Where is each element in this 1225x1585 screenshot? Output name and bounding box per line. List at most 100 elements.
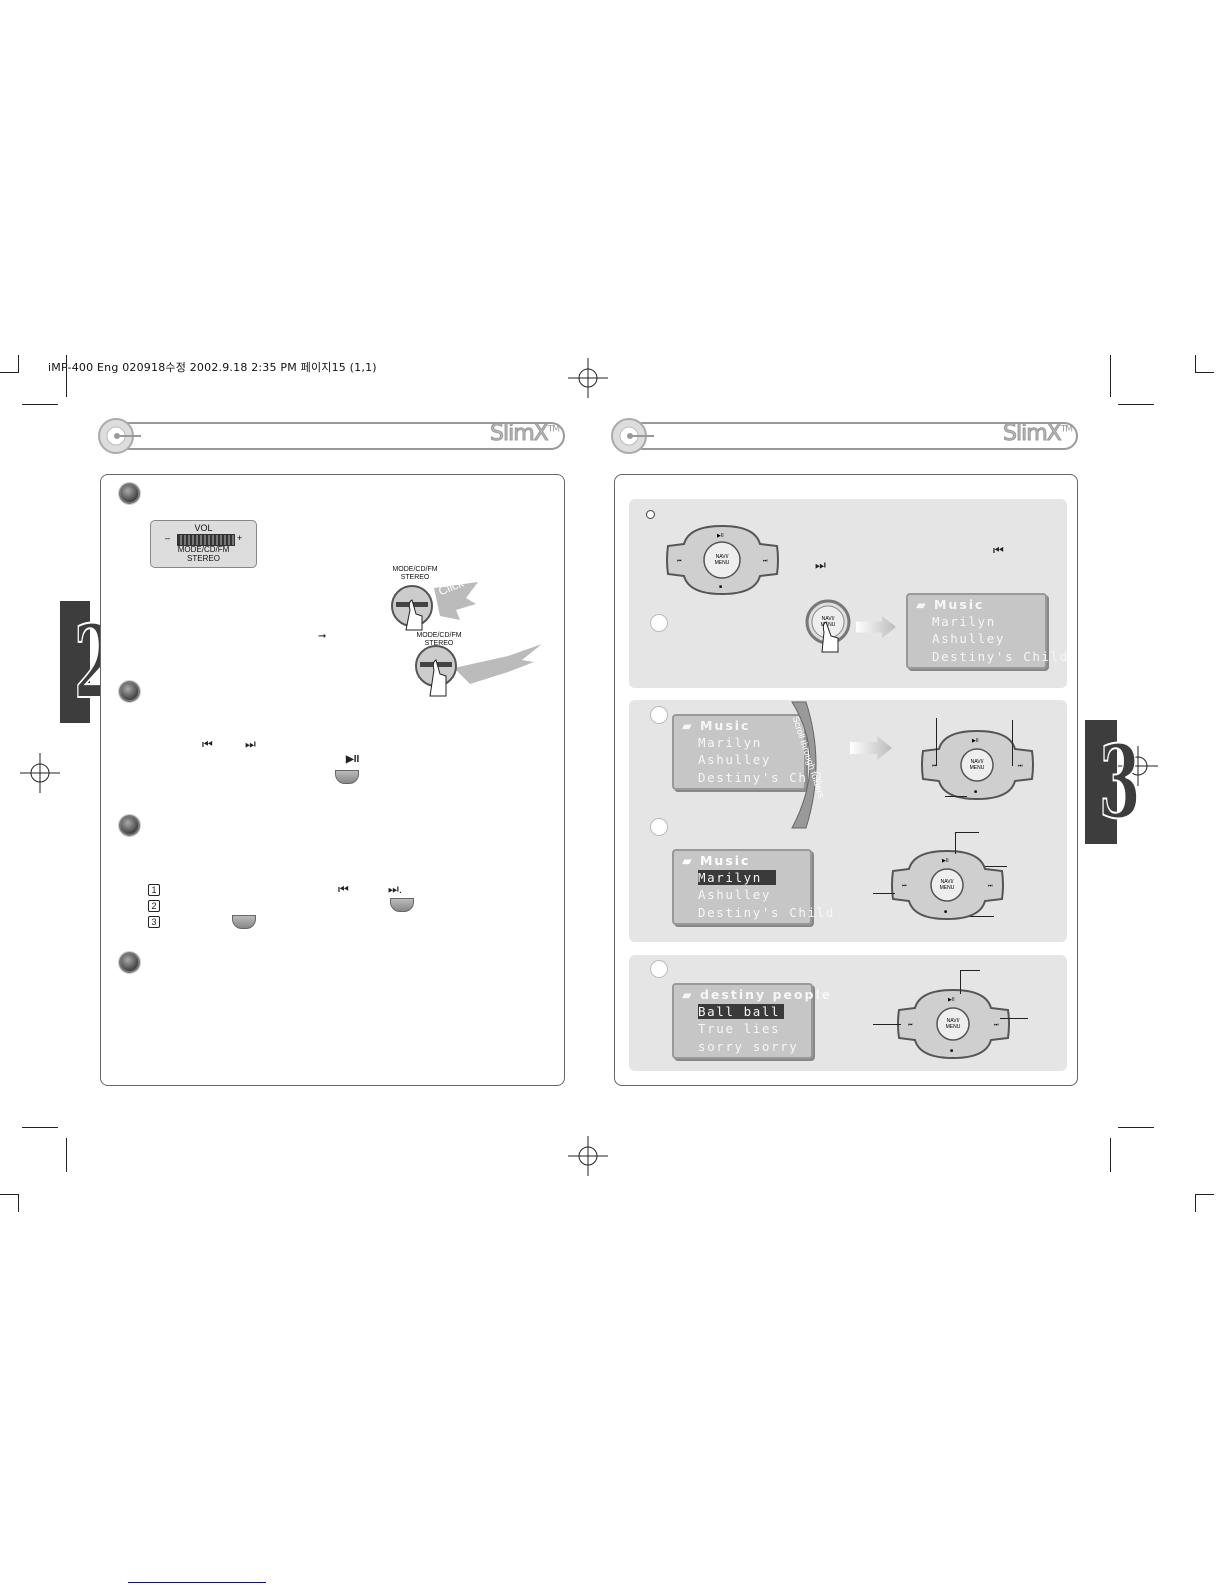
- svg-text:■: ■: [950, 1048, 953, 1054]
- registration-mark-icon: [20, 753, 60, 793]
- crop-mark: [1195, 1194, 1196, 1212]
- crop-mark: [0, 1194, 18, 1195]
- lcd-item-selected: Marilyn: [698, 870, 776, 885]
- step-circle: [650, 706, 668, 724]
- svg-text:⏭: ⏭: [988, 883, 993, 889]
- chapter-tab-left: 2: [60, 601, 116, 723]
- navi-button-icon: [390, 898, 414, 912]
- lcd-item: sorry sorry: [698, 1039, 799, 1054]
- lcd-screen-destiny-people: ▰ destiny people Ball ball True lies sor…: [672, 983, 830, 1059]
- lcd-item: Ashulley: [698, 887, 772, 902]
- svg-text:NAVI/: NAVI/: [971, 759, 984, 765]
- control-pad-icon: NAVI/ MENU ▶II ⏮ ⏭ ■: [891, 849, 1004, 921]
- lcd-header: ▰ Music: [916, 597, 985, 612]
- long-click-button-illustration-icon: [415, 644, 542, 697]
- svg-text:MENU: MENU: [715, 560, 730, 566]
- lcd-header: ▰ Music: [682, 718, 751, 733]
- svg-text:NAVI/: NAVI/: [822, 616, 835, 622]
- svg-text:▶II: ▶II: [972, 738, 979, 744]
- svg-text:NAVI/: NAVI/: [716, 554, 729, 560]
- lcd-item: Marilyn: [698, 735, 762, 750]
- svg-text:⏮: ⏮: [902, 883, 907, 889]
- crop-mark: [1196, 1194, 1214, 1195]
- crop-mark: [66, 355, 67, 397]
- svg-text:NAVI/: NAVI/: [947, 1018, 960, 1024]
- lcd-header: ▰ Music: [682, 853, 751, 868]
- crop-mark: [22, 1127, 58, 1128]
- brand-logo-text: SlimX: [1003, 421, 1063, 447]
- svg-text:■: ■: [974, 789, 977, 795]
- lcd-item-selected: Ball ball: [698, 1004, 785, 1019]
- crop-mark: [1110, 355, 1111, 397]
- skip-back-icon: ⏮: [202, 737, 213, 751]
- crop-mark: [1118, 404, 1154, 405]
- crop-mark: [22, 404, 58, 405]
- lcd-item: Ashulley: [932, 631, 1006, 646]
- registration-mark-icon: [1118, 746, 1158, 786]
- callout-line: [1012, 720, 1013, 766]
- section-bullet-icon: [119, 483, 140, 504]
- crop-mark: [0, 372, 18, 373]
- svg-text:NAVI/: NAVI/: [941, 879, 954, 885]
- section-bullet-icon: [119, 681, 140, 702]
- folder-icon: ▰: [682, 853, 694, 868]
- brand-logo: SlimXTM: [490, 421, 560, 447]
- lcd-item: Destiny's Child: [698, 905, 835, 920]
- lcd-header: ▰ destiny people: [682, 987, 833, 1002]
- chapter-number: 3: [1098, 722, 1141, 842]
- print-header: iMP-400 Eng 020918수정 2002.9.18 2:35 PM 페…: [48, 361, 377, 374]
- folder-icon: ▰: [682, 987, 694, 1002]
- svg-text:■: ■: [944, 909, 947, 915]
- callout-line: [955, 832, 979, 833]
- skip-forward-icon: ⏭.: [388, 882, 403, 896]
- banner-bar-icon: [611, 418, 1078, 454]
- chapter-tab-right: 3: [1085, 720, 1141, 844]
- registration-mark-icon: [568, 1136, 608, 1176]
- click-button-illustration-icon: [391, 582, 478, 631]
- callout-line: [873, 893, 895, 894]
- vol-title: VOL: [194, 523, 213, 533]
- section-bullet-icon: [119, 952, 140, 973]
- callout-line: [970, 916, 994, 917]
- step-circle: [650, 818, 668, 836]
- step-circle: [650, 614, 668, 632]
- svg-text:⏭: ⏭: [994, 1022, 999, 1028]
- section-bullet-icon: [119, 815, 140, 836]
- callout-line: [945, 796, 967, 797]
- svg-text:⏮: ⏮: [932, 763, 937, 769]
- svg-text:▶II: ▶II: [942, 858, 949, 864]
- registration-mark-icon: [568, 358, 608, 398]
- link-underline: [128, 1582, 266, 1583]
- skip-forward-icon: ⏭: [245, 737, 256, 751]
- vol-slider[interactable]: [177, 534, 235, 546]
- left-content-panel: [100, 474, 565, 1086]
- svg-text:▶II: ▶II: [717, 533, 724, 539]
- navi-menu-press-icon: NAVI/ MENU: [805, 599, 851, 653]
- step-number: 2: [148, 900, 160, 912]
- lcd-item: Ashulley: [698, 752, 772, 767]
- scroll-ribbon-icon: [791, 701, 817, 829]
- stop-button-icon: [232, 915, 256, 929]
- skip-back-icon: ⏮: [993, 543, 1004, 557]
- svg-text:MENU: MENU: [970, 765, 985, 771]
- lcd-screen-music: ▰ Music Marilyn Ashulley Destiny's Child: [906, 593, 1067, 669]
- control-pad-icon: NAVI/ MENU ▶II ⏮ ⏭ ■: [897, 988, 1010, 1060]
- callout-line: [955, 832, 956, 854]
- svg-text:MENU: MENU: [946, 1024, 961, 1030]
- callout-line: [985, 866, 1007, 867]
- skip-forward-icon: ⏭: [815, 558, 826, 572]
- vol-mode-line1: MODE/CD/FM: [177, 545, 230, 554]
- callout-line: [936, 718, 937, 766]
- svg-text:⏭: ⏭: [1018, 763, 1023, 769]
- lcd-item: Destiny's Chil: [698, 770, 826, 785]
- play-pause-icon: ▶II: [346, 754, 360, 765]
- lcd-item: Marilyn: [932, 614, 996, 629]
- vol-control-illustration: VOL – + MODE/CD/FM STEREO: [150, 520, 257, 568]
- step-number: 3: [148, 916, 160, 928]
- folder-icon: ▰: [916, 597, 928, 612]
- lcd-screen-music-selected: ▰ Music Marilyn Ashulley Destiny's Child: [672, 849, 833, 925]
- folder-icon: ▰: [682, 718, 694, 733]
- vol-minus: –: [165, 533, 171, 543]
